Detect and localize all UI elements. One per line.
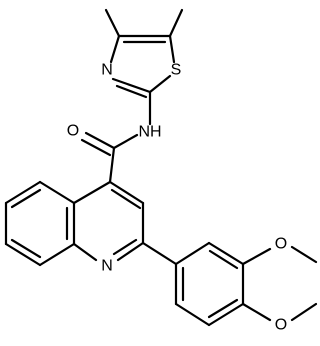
bond-c2-n1-double [112,238,138,256]
amide-linker [80,90,152,184]
bond-quinoline-c2-phenyl [141,241,178,266]
bond-carbonyl-c-o [84,131,116,150]
atom-o-methoxy-lower: O [275,317,287,334]
bond-ph5-ph6 [174,302,211,327]
bond-ph3-o-upper [241,247,272,266]
quinoline-pyridine-ring [72,180,145,262]
bond-c2-n1 [116,241,145,262]
bond-c4a-c5 [38,180,76,205]
atom-n-thiazole: N [101,62,113,79]
bond-c8-c8a [38,242,76,267]
bond-ph1-ph2 [174,241,211,266]
bond-s-c2 [148,74,172,94]
bond-c4a-c4 [72,180,112,205]
bond-carbonyl-c-o-double [80,138,112,157]
methoxy-groups [241,245,318,322]
atom-n-quinoline: N [101,258,113,275]
dimethoxyphenyl-ring [141,241,245,327]
bond-c4-n [109,34,121,64]
bond-ph2-ph3 [207,241,245,266]
bond-o-lower-methyl [290,302,318,322]
bond-methyl2-c5 [168,8,184,38]
bond-c5-c6 [4,180,42,205]
bond-c4-c3-double [110,188,142,210]
thiazole-ring [104,8,184,99]
bond-n-c2-double [115,84,148,99]
atom-o-carbonyl: O [67,123,79,140]
bond-n1-c8a [72,242,98,262]
bond-c7-c8 [4,242,42,267]
bond-n-c2 [111,77,152,94]
bond-nh-carbonyl-c [112,133,139,150]
atom-o-methoxy-upper: O [275,236,287,253]
bond-methyl1-c4 [104,8,121,38]
bond-c4-c3 [108,180,145,205]
atom-s1: S [171,62,182,79]
bond-o-upper-methyl [290,245,318,264]
bond-c7-c8-double [10,238,42,259]
atom-nh-amide: NH [138,124,161,141]
bond-ph4-ph5-double [207,298,239,319]
bond-ph4-o-lower [241,302,272,322]
bond-ph2-ph3-double [208,249,239,270]
bond-carbonyl-c-quinoline-c4 [108,146,116,184]
bond-ph4-ph5 [207,302,245,327]
quinoline-benzo-ring [4,180,76,267]
atom-labels: S N NH O N O O [67,62,287,334]
bond-c5-s [168,34,176,64]
bond-c5-c6-double [10,188,42,209]
